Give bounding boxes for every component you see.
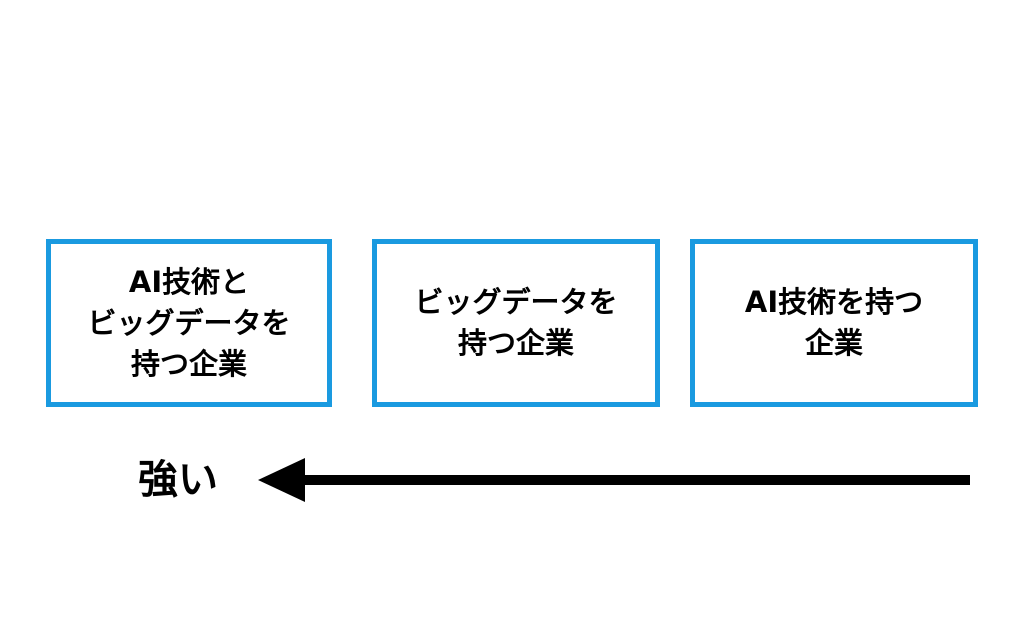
box-label: AI技術を持つ 企業 xyxy=(744,285,924,360)
box-bigdata-company: ビッグデータを 持つ企業 xyxy=(372,239,660,407)
box-ai-company: AI技術を持つ 企業 xyxy=(690,239,978,407)
arrow-head xyxy=(258,458,305,502)
box-label: AI技術と ビッグデータを 持つ企業 xyxy=(87,264,291,381)
strength-label: 強い xyxy=(138,457,218,503)
box-ai-and-bigdata-company: AI技術と ビッグデータを 持つ企業 xyxy=(46,239,332,407)
box-label: ビッグデータを 持つ企業 xyxy=(414,285,618,360)
